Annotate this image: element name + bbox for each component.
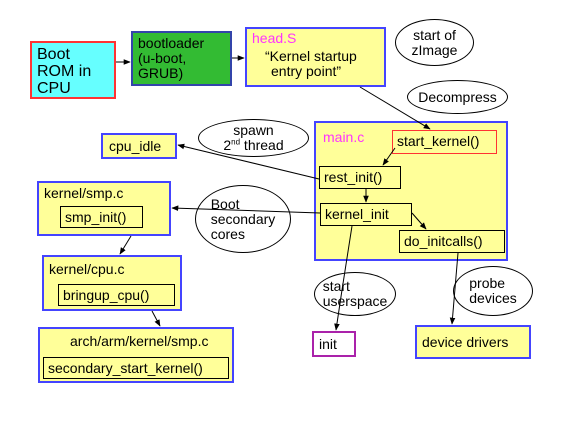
- head-s-title: head.S: [252, 30, 297, 46]
- kernel-smp-title: kernel/smp.c: [44, 185, 124, 201]
- oval-line: devices: [469, 290, 517, 306]
- oval-line: probe: [469, 275, 506, 291]
- arch-smp-title: arch/arm/kernel/smp.c: [70, 333, 209, 349]
- oval-line: zImage: [411, 41, 458, 58]
- boot-rom-line: CPU: [37, 80, 71, 97]
- smp-init-box: smp_init(): [60, 206, 143, 228]
- oval-line: start: [322, 278, 350, 294]
- bootloader-line: bootloader: [138, 35, 205, 51]
- bringup-cpu-box: bringup_cpu(): [58, 284, 175, 306]
- init-box: init: [312, 331, 356, 357]
- probe-devices-oval: probe devices: [453, 266, 533, 316]
- oval-line: userspace: [322, 293, 388, 309]
- start-kernel-box: start_kernel(): [392, 130, 497, 154]
- device-drivers-label: device drivers: [422, 334, 509, 350]
- start-of-zimage-oval: start of zImage: [395, 19, 474, 66]
- arrow-smp-init-to-cpu-c: [119, 235, 132, 255]
- main-c-title: main.c: [323, 129, 365, 145]
- arrow-cpu-c-to-arch-smp: [151, 310, 161, 327]
- oval-line: Decompress: [418, 88, 497, 105]
- oval-line: spawn: [233, 122, 274, 138]
- kernel-init-box: kernel_init: [320, 203, 412, 226]
- bootloader-line: (u-boot,: [138, 50, 187, 66]
- decompress-oval: Decompress: [407, 80, 508, 114]
- cpu-idle-label: cpu_idle: [109, 138, 162, 154]
- head-s-box: head.S “Kernel startup entry point”: [245, 27, 386, 87]
- init-label: init: [319, 336, 337, 352]
- bootloader-line: GRUB): [138, 65, 184, 81]
- spawn-thread-oval: spawn 2nd thread: [198, 119, 309, 157]
- do-initcalls-box: do_initcalls(): [399, 230, 505, 253]
- boot-rom-box: Boot ROM in CPU: [30, 41, 116, 99]
- kernel-cpu-title: kernel/cpu.c: [49, 261, 125, 277]
- head-s-line: “Kernel startup: [265, 48, 357, 64]
- oval-line: Boot: [210, 195, 240, 212]
- oval-line: secondary: [210, 210, 276, 227]
- rest-init-box: rest_init(): [319, 166, 401, 189]
- secondary-start-kernel-box: secondary_start_kernel(): [43, 357, 229, 379]
- boot-secondary-cores-oval: Boot secondary cores: [195, 185, 291, 253]
- oval-line: start of: [413, 26, 456, 43]
- oval-line: 2nd thread: [223, 137, 284, 153]
- boot-rom-line: Boot: [37, 46, 70, 63]
- cpu-idle-box: cpu_idle: [101, 133, 177, 159]
- head-s-line: entry point”: [271, 63, 342, 79]
- start-userspace-oval: start userspace: [314, 272, 396, 316]
- oval-line: cores: [210, 225, 245, 242]
- boot-rom-line: ROM in: [37, 63, 92, 80]
- bootloader-box: bootloader (u-boot, GRUB): [131, 31, 232, 86]
- device-drivers-box: device drivers: [415, 325, 531, 359]
